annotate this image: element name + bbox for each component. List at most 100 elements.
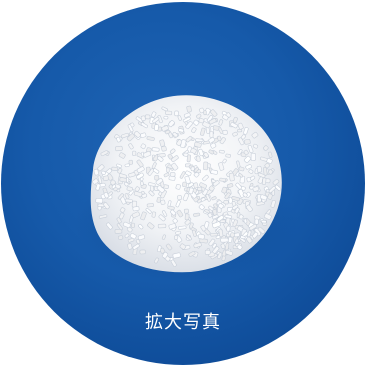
pellet-granule (111, 184, 117, 189)
pellet-granule (172, 218, 178, 224)
pellet-granule (172, 252, 181, 259)
pellet-granule (171, 155, 179, 163)
pellet-granule (140, 211, 147, 221)
pellet-granule (140, 115, 146, 122)
pellet-granule (202, 174, 209, 182)
pellet-granule (136, 166, 145, 173)
pellet-granule (170, 259, 177, 267)
pellet-granule (228, 172, 235, 182)
pellet-granule (243, 155, 252, 163)
pellet-granule (124, 233, 130, 239)
pellet-granule (254, 218, 259, 225)
pellet-granule (263, 166, 268, 176)
pellet-granule (193, 182, 199, 189)
pellet-granule (219, 219, 226, 223)
pellet-granule (163, 172, 170, 178)
pellet-granule (124, 193, 130, 200)
pellet-granule (237, 122, 244, 130)
pellet-granule (114, 228, 123, 234)
pellet-granule (186, 154, 191, 163)
pellet-granule (151, 147, 160, 152)
pellet-granule (152, 116, 160, 124)
pellet-granule (240, 134, 246, 140)
pellet-granule (231, 204, 239, 210)
pellet-granule (203, 140, 210, 145)
pellet-granule (226, 183, 234, 189)
pellet-granule (200, 127, 206, 136)
pellet-granule (144, 114, 151, 120)
pellet-granule (158, 214, 166, 222)
pellet-granule (193, 167, 200, 173)
pellet-granule (159, 139, 166, 147)
pellet-granule (268, 185, 276, 193)
pellet-granule (133, 130, 141, 138)
pellet-granule (200, 225, 207, 232)
pellet-granule (147, 168, 155, 176)
pellet-granule (219, 177, 227, 182)
pellet-granule (230, 122, 238, 129)
pellet-granule (217, 203, 224, 209)
pellet-granule (222, 158, 227, 164)
pellet-granule (224, 214, 233, 219)
pellet-granule (132, 206, 140, 212)
pellet-granule (157, 223, 167, 229)
pellet-granule (209, 131, 214, 138)
pellet-granule (197, 233, 205, 240)
pellet-granule (274, 184, 282, 191)
pellet-granule (257, 226, 266, 235)
pellet-granule (178, 128, 184, 133)
pellet-granule (192, 229, 197, 237)
pellet-granule (212, 246, 220, 254)
pellet-granule (252, 231, 259, 239)
pellet-granule (121, 132, 130, 139)
pellet-granule (212, 221, 221, 229)
pellet-granule (195, 138, 204, 143)
pellet-granule (127, 124, 134, 133)
pellet-granule (256, 165, 262, 173)
pellet-granule (117, 168, 123, 174)
pellet-granule (212, 125, 220, 131)
pellet-granule (198, 148, 204, 157)
pellet-granule (188, 251, 196, 257)
pellet-granule (217, 135, 222, 142)
pellet-granule (118, 152, 126, 159)
pellet-granule (223, 200, 229, 205)
pellet-granule (156, 196, 162, 203)
pellet-granule (117, 235, 124, 240)
pellet-granule (152, 168, 160, 174)
pellet-granule (183, 208, 189, 214)
pellet-granule (115, 145, 123, 152)
pellet-granule (167, 205, 175, 211)
pellet-granule (169, 148, 176, 154)
pellet-granule (193, 212, 201, 217)
pellet-granule (204, 208, 211, 214)
pellet-granule (250, 153, 256, 161)
pellet-granule (185, 170, 192, 177)
pellet-granule (136, 159, 144, 168)
pellet-granule (249, 175, 256, 181)
pellet-granule (161, 125, 169, 132)
pellet-granule (224, 192, 231, 200)
pellet-granule (199, 182, 207, 189)
pellet-granule (210, 232, 218, 237)
pellet-granule (101, 170, 106, 176)
pellet-granule (168, 120, 175, 128)
pellet-granule (243, 218, 248, 224)
pellet-granule (165, 243, 173, 251)
pellet-granule (183, 112, 191, 118)
pellet-granule (218, 162, 225, 171)
pellet-granule (210, 109, 218, 117)
pellet-granule (110, 179, 116, 186)
pellet-granule (92, 178, 99, 185)
pellet-granule (141, 193, 148, 199)
pellet-granule (238, 137, 245, 146)
pellet-granule (128, 189, 135, 196)
pellet-granule (237, 129, 243, 133)
pellet-granule (233, 232, 240, 238)
pellet-granule (134, 186, 140, 192)
pellet-granule (179, 243, 187, 250)
pellet-granule (193, 171, 200, 178)
pellet-granule (248, 169, 254, 174)
pellet-granule (261, 219, 267, 224)
